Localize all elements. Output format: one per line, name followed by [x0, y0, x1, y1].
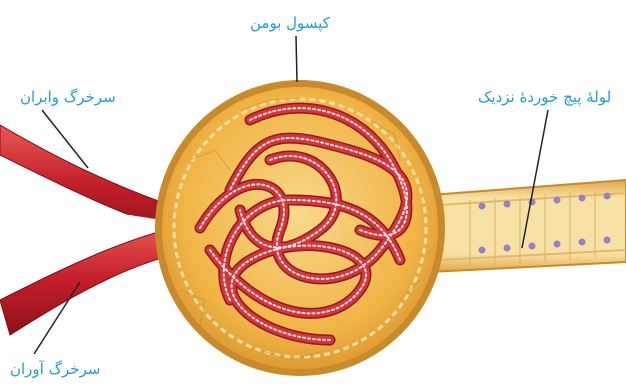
label-proximal-tubule: لولهٔ پیچ خوردهٔ نزدیک: [478, 90, 611, 105]
label-efferent-arteriole: سرخرگ وابران: [20, 90, 116, 105]
label-bowman-capsule: کپسول بومن: [250, 16, 330, 31]
label-afferent-arteriole: سرخرگ آوران: [10, 362, 100, 377]
leader-bowman: [296, 36, 297, 82]
proximal-tubule: [430, 180, 626, 272]
